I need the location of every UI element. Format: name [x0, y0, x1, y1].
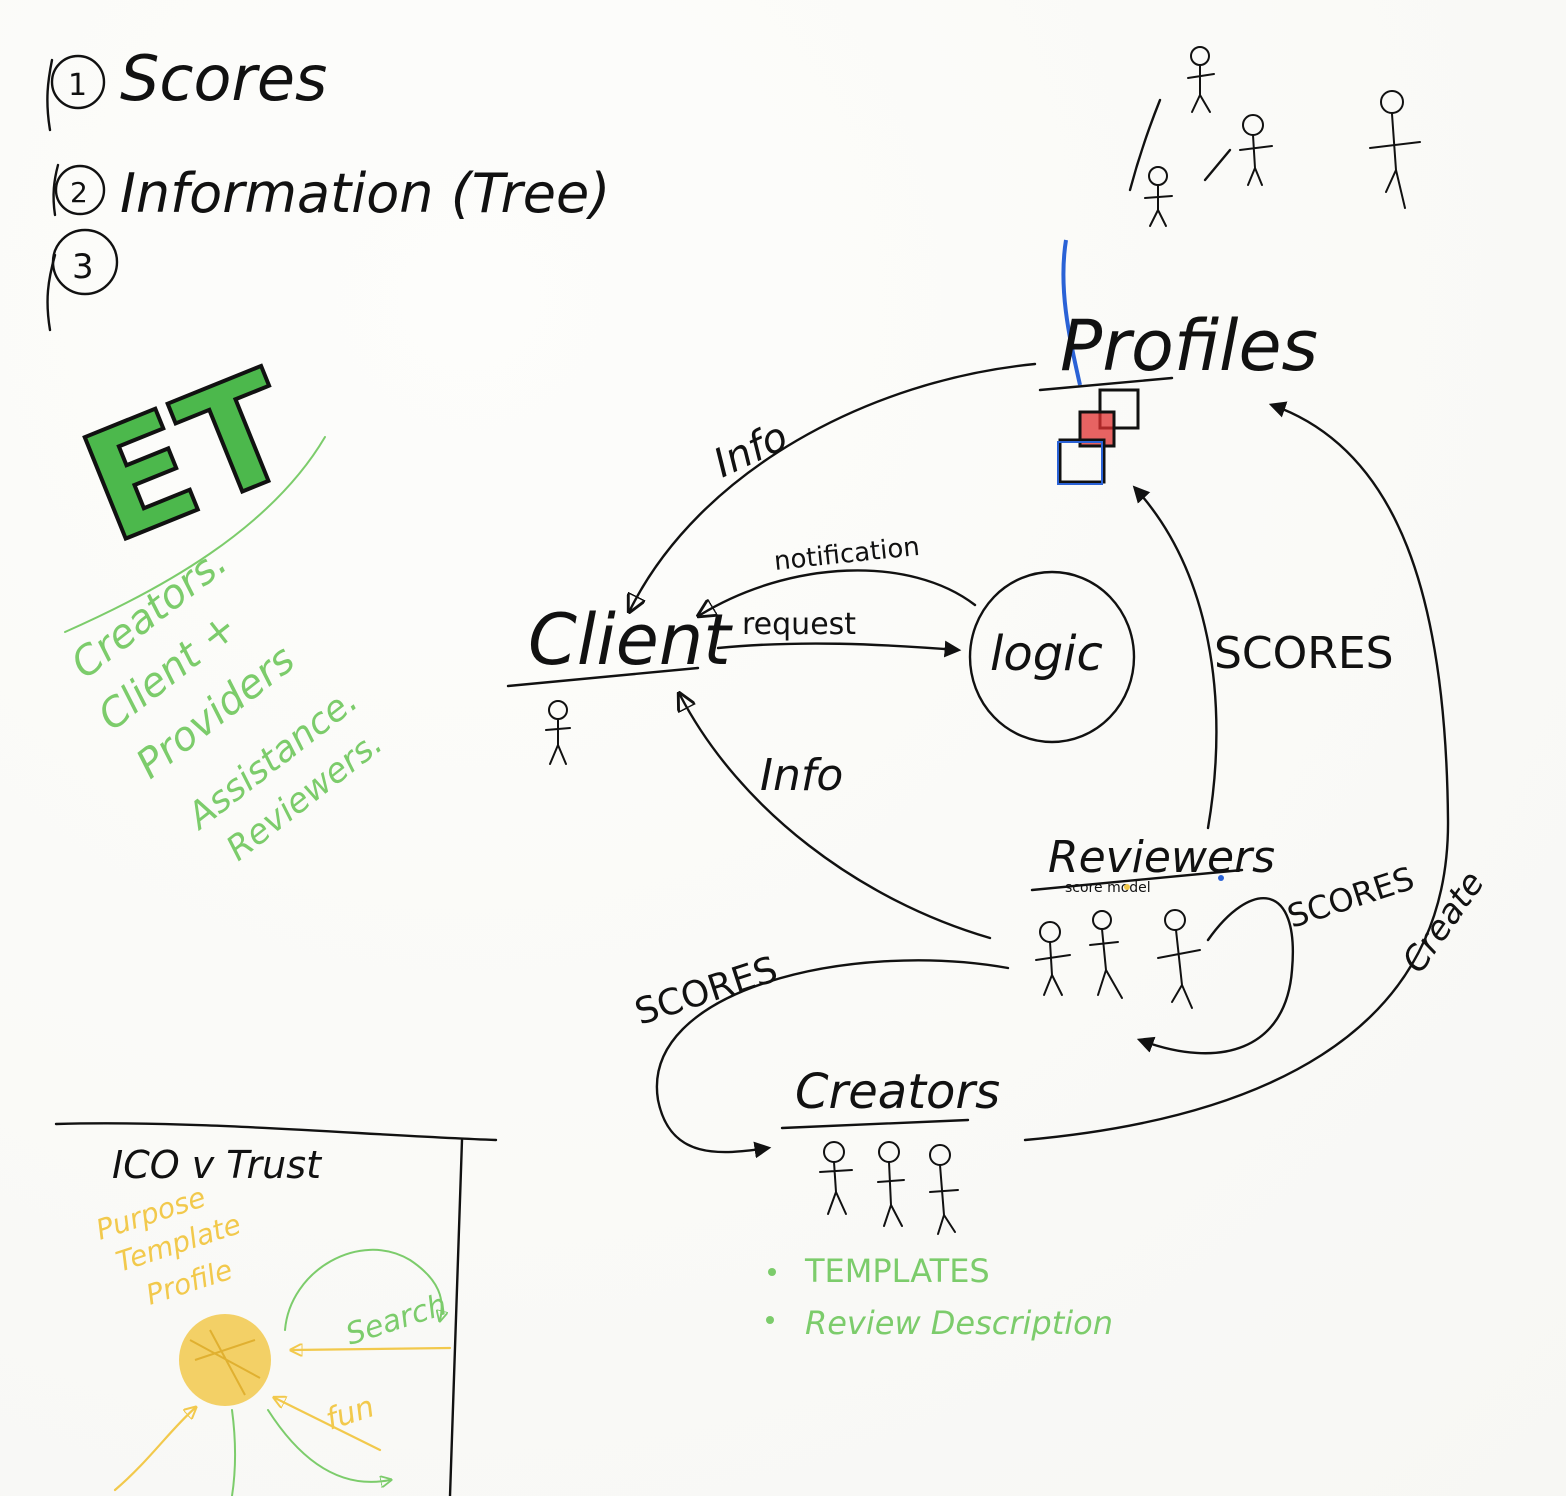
list-item-1-text: Scores [120, 42, 327, 115]
reviewers-sublabel: score model [1065, 880, 1151, 896]
edge-creators-profiles-create: Create [1023, 401, 1493, 1142]
reviewers-people-icon [1035, 909, 1201, 1009]
database-icon [1057, 388, 1140, 485]
box-title: ICO v Trust [112, 1143, 323, 1187]
logic-label: logic [990, 626, 1103, 682]
creators-label: Creators [795, 1064, 1000, 1120]
reviewers-node: Reviewers score model [1030, 832, 1275, 1009]
profiles-label: Profiles [1060, 305, 1318, 387]
et-logo-text: ET [61, 339, 316, 577]
creator-notes: TEMPLATES Review Description [766, 1252, 1113, 1342]
numbered-list: 1 Scores 2 Information (Tree) 3 [46, 42, 610, 332]
list-item-2-number: 2 [70, 176, 88, 209]
ico-trust-box: ICO v Trust Purpose Template Profile Sea… [54, 1122, 498, 1496]
creators-people-icon [819, 1141, 959, 1235]
sun-icon [179, 1314, 271, 1406]
list-item-3-number: 3 [72, 247, 94, 287]
edge-profiles-client-info: Info [630, 362, 1037, 610]
list-item-2-text: Information (Tree) [120, 162, 610, 225]
client-person-icon [545, 718, 571, 765]
creator-note-review-description: Review Description [805, 1304, 1113, 1342]
logic-node: logic [968, 570, 1136, 744]
edge-info-top-label: Info [707, 413, 795, 487]
creators-node: Creators [780, 1064, 1000, 1235]
edge-scores-right-label: SCORES [1214, 628, 1394, 679]
users-group-icon [1128, 46, 1421, 227]
edge-reviewers-profiles-scores: SCORES [1132, 485, 1394, 830]
et-logo: ET [59, 337, 318, 579]
creator-note-templates: TEMPLATES [804, 1252, 990, 1290]
box-fun-label: fun [322, 1389, 379, 1437]
client-label: Client [528, 599, 733, 681]
list-item-1-number: 1 [68, 68, 87, 103]
edge-reviewers-client-info: Info [680, 695, 992, 940]
box-search-label: Search [342, 1287, 451, 1352]
reviewers-label: Reviewers [1048, 832, 1275, 883]
edge-scores-left-label: SCORES [630, 949, 782, 1033]
edge-reviewers-loop-scores: SCORES [1136, 859, 1419, 1055]
client-node: Client [506, 599, 733, 765]
edge-client-logic-request: request [716, 607, 962, 658]
edge-logic-client-notification: notification [700, 532, 977, 615]
edge-request-label: request [742, 607, 856, 642]
edge-info-bottom-label: Info [760, 750, 843, 801]
profiles-node: Profiles [1038, 239, 1318, 485]
edge-scores-reviewers-label: SCORES [1283, 859, 1419, 936]
